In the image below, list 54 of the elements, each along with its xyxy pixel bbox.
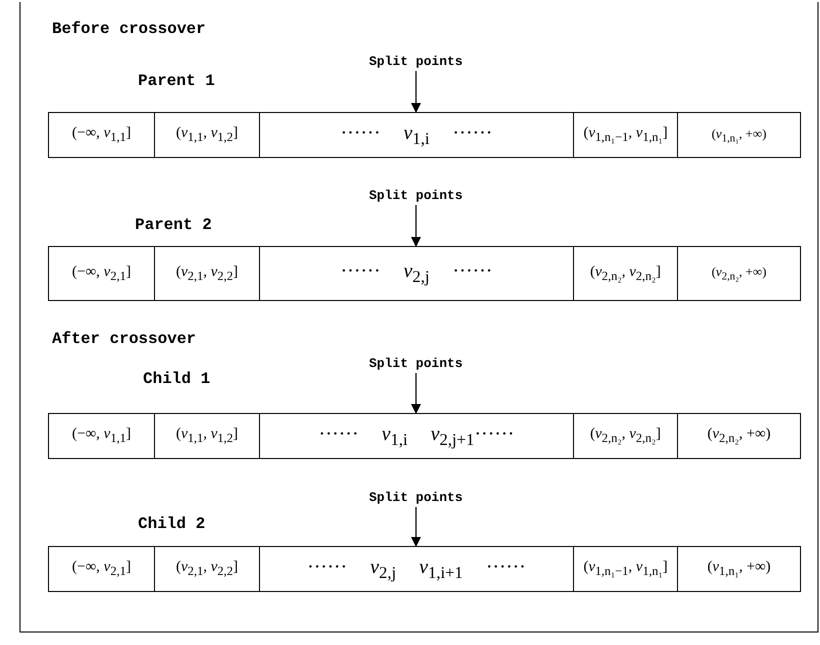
interval-text: (−∞, v$_{1,1}$] <box>72 125 131 145</box>
interval-text: (v$_{1,1}$, v$_{1,2}$] <box>176 125 238 145</box>
split-point-cell <box>259 413 574 459</box>
interval-cell <box>677 546 801 592</box>
interval-cell <box>677 112 801 158</box>
split-points-label: Split points <box>369 188 463 203</box>
interval-cell <box>154 246 260 301</box>
interval-text: (v$_{1,n₁}$, +∞) <box>712 126 766 144</box>
interval-text: (v$_{2,n₂}$, +∞) <box>707 426 771 446</box>
section-heading: Before crossover <box>52 20 206 38</box>
interval-cell <box>573 112 678 158</box>
interval-cell <box>573 246 678 301</box>
row-label: Parent 1 <box>138 72 215 90</box>
interval-cell <box>573 413 678 459</box>
row-label: Parent 2 <box>135 216 212 234</box>
gene-values: ······ v$_{1,i}$ ······ <box>340 122 492 148</box>
interval-cell <box>48 112 155 158</box>
interval-text: (v$_{2,n₂}$, +∞) <box>712 264 766 283</box>
arrow <box>411 71 421 113</box>
interval-text: (v$_{1,n₁}$, +∞) <box>707 559 771 579</box>
split-points-label: Split points <box>369 356 463 371</box>
arrow <box>411 205 421 247</box>
interval-cell <box>677 246 801 301</box>
split-point-cell <box>259 546 574 592</box>
interval-text: (v$_{2,1}$, v$_{2,2}$] <box>176 559 238 579</box>
interval-cell <box>48 413 155 459</box>
row-label: Child 1 <box>143 370 210 388</box>
section-heading: After crossover <box>52 330 196 348</box>
interval-text: (v$_{1,1}$, v$_{1,2}$] <box>176 426 238 446</box>
interval-cell <box>154 112 260 158</box>
split-points-label: Split points <box>369 490 463 505</box>
row-label: Child 2 <box>138 515 206 533</box>
interval-text: (−∞, v$_{2,1}$] <box>72 264 131 284</box>
interval-text: (v$_{2,1}$, v$_{2,2}$] <box>176 264 238 284</box>
interval-cell <box>48 246 155 301</box>
interval-cell <box>154 546 260 592</box>
split-points-label: Split points <box>369 54 463 69</box>
interval-text: (−∞, v$_{2,1}$] <box>72 559 131 579</box>
interval-cell <box>677 413 801 459</box>
split-point-cell <box>259 246 574 301</box>
interval-cell <box>154 413 260 459</box>
interval-cell <box>573 546 678 592</box>
arrow <box>411 507 421 547</box>
interval-text: (−∞, v$_{1,1}$] <box>72 426 131 446</box>
split-point-cell <box>259 112 574 158</box>
interval-text: (v$_{1,n₁−1}$, v$_{1,n₁}$] <box>583 559 668 579</box>
gene-values: ······ v$_{2,j}$ v$_{1,i+1}$ ······ <box>307 556 526 582</box>
interval-cell <box>48 546 155 592</box>
interval-text: (v$_{1,n₁−1}$, v$_{1,n₁}$] <box>583 125 668 145</box>
arrow <box>411 373 421 414</box>
interval-text: (v$_{2,n₂}$, v$_{2,n₂}$] <box>590 426 661 446</box>
interval-text: (v$_{2,n₂}$, v$_{2,n₂}$] <box>590 264 661 284</box>
gene-values: ······ v$_{2,j}$ ······ <box>340 260 492 287</box>
gene-values: ······ v$_{1,i}$ v$_{2,j+1}$······ <box>318 422 514 450</box>
